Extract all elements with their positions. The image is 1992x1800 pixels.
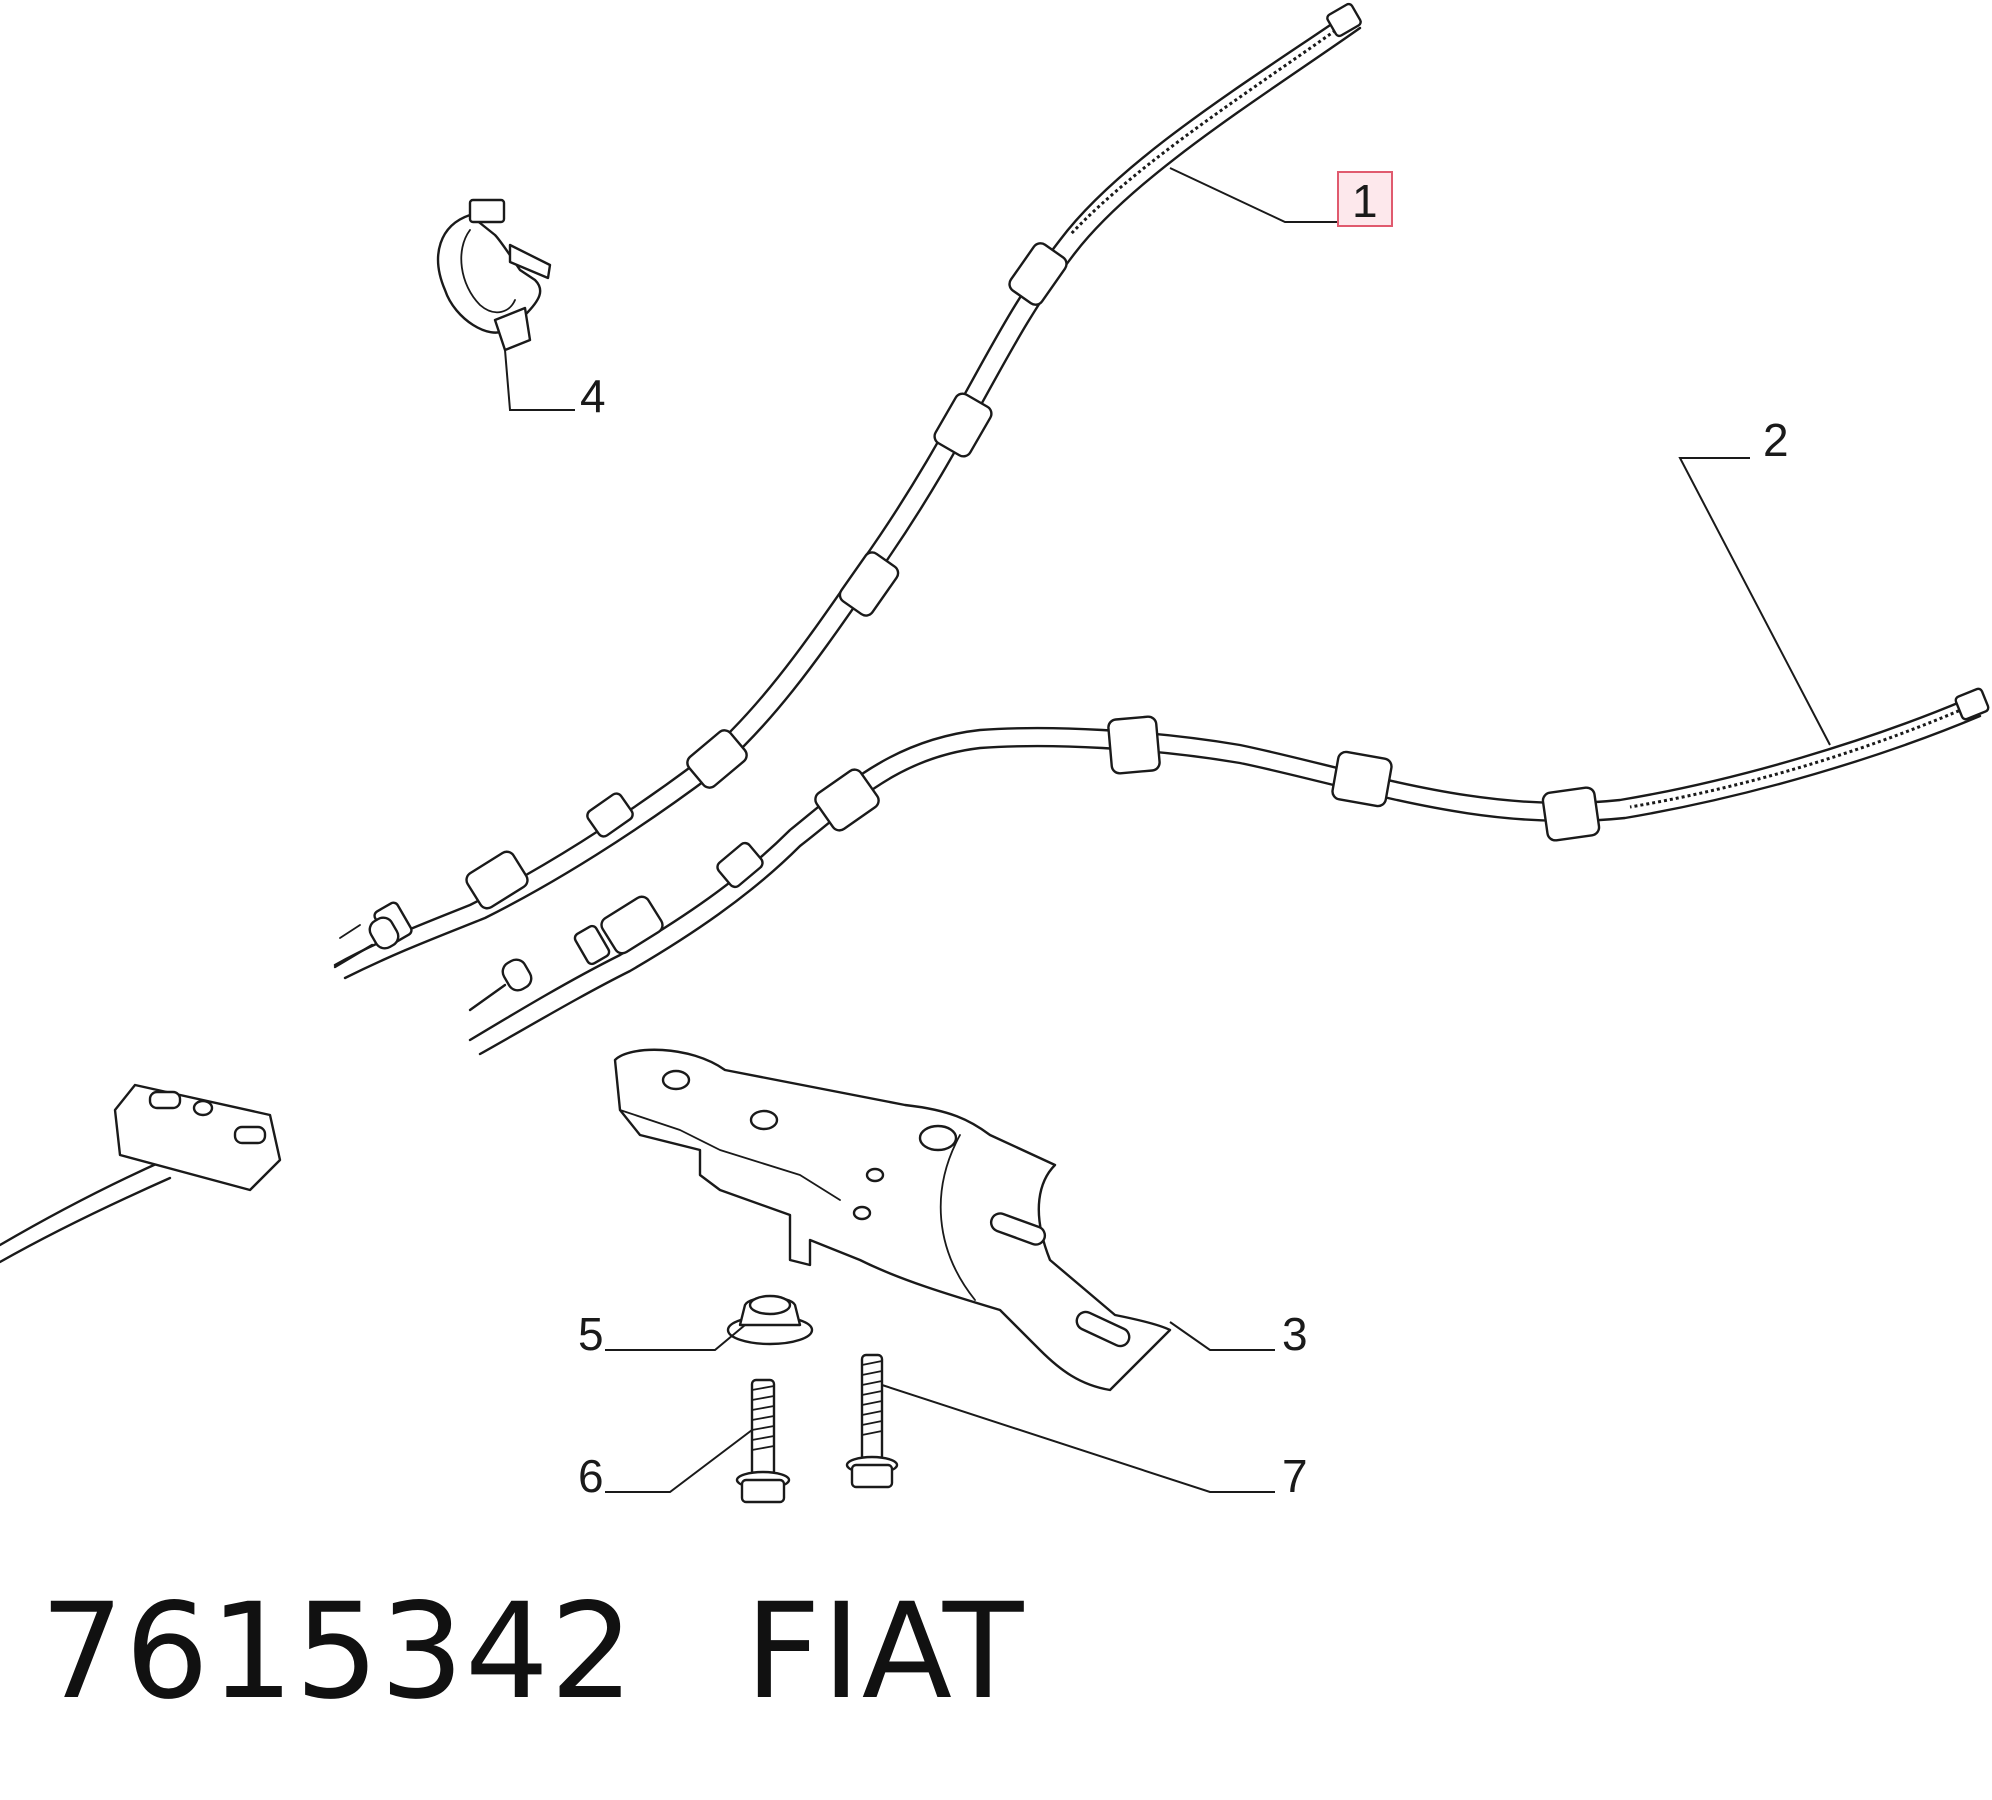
- nut-5[interactable]: [726, 1294, 814, 1346]
- clip-4[interactable]: [437, 198, 552, 352]
- callout-2[interactable]: 2: [1763, 414, 1789, 466]
- cable-1[interactable]: [333, 2, 1362, 980]
- bolt-6[interactable]: [735, 1378, 791, 1504]
- footer-caption: 7615342 FIAT: [40, 1575, 1024, 1729]
- callout-4[interactable]: 4: [580, 370, 606, 422]
- bolt-7[interactable]: [845, 1353, 899, 1489]
- part-number: 7615342: [40, 1575, 635, 1729]
- cable-connector: [0, 1083, 282, 1264]
- leader-lines: [504, 167, 1831, 1493]
- callout-1-highlight: [1337, 171, 1393, 227]
- callout-5[interactable]: 5: [578, 1308, 604, 1360]
- bracket-3[interactable]: [613, 1048, 1172, 1392]
- callout-7[interactable]: 7: [1282, 1450, 1308, 1502]
- brand-name: FIAT: [744, 1575, 1025, 1729]
- callouts: 1 2 3 4 5 6 7: [578, 171, 1789, 1502]
- callout-6[interactable]: 6: [578, 1450, 604, 1502]
- callout-3[interactable]: 3: [1282, 1308, 1308, 1360]
- callout-1[interactable]: 1: [1352, 175, 1378, 227]
- cable-2[interactable]: [468, 687, 1990, 1056]
